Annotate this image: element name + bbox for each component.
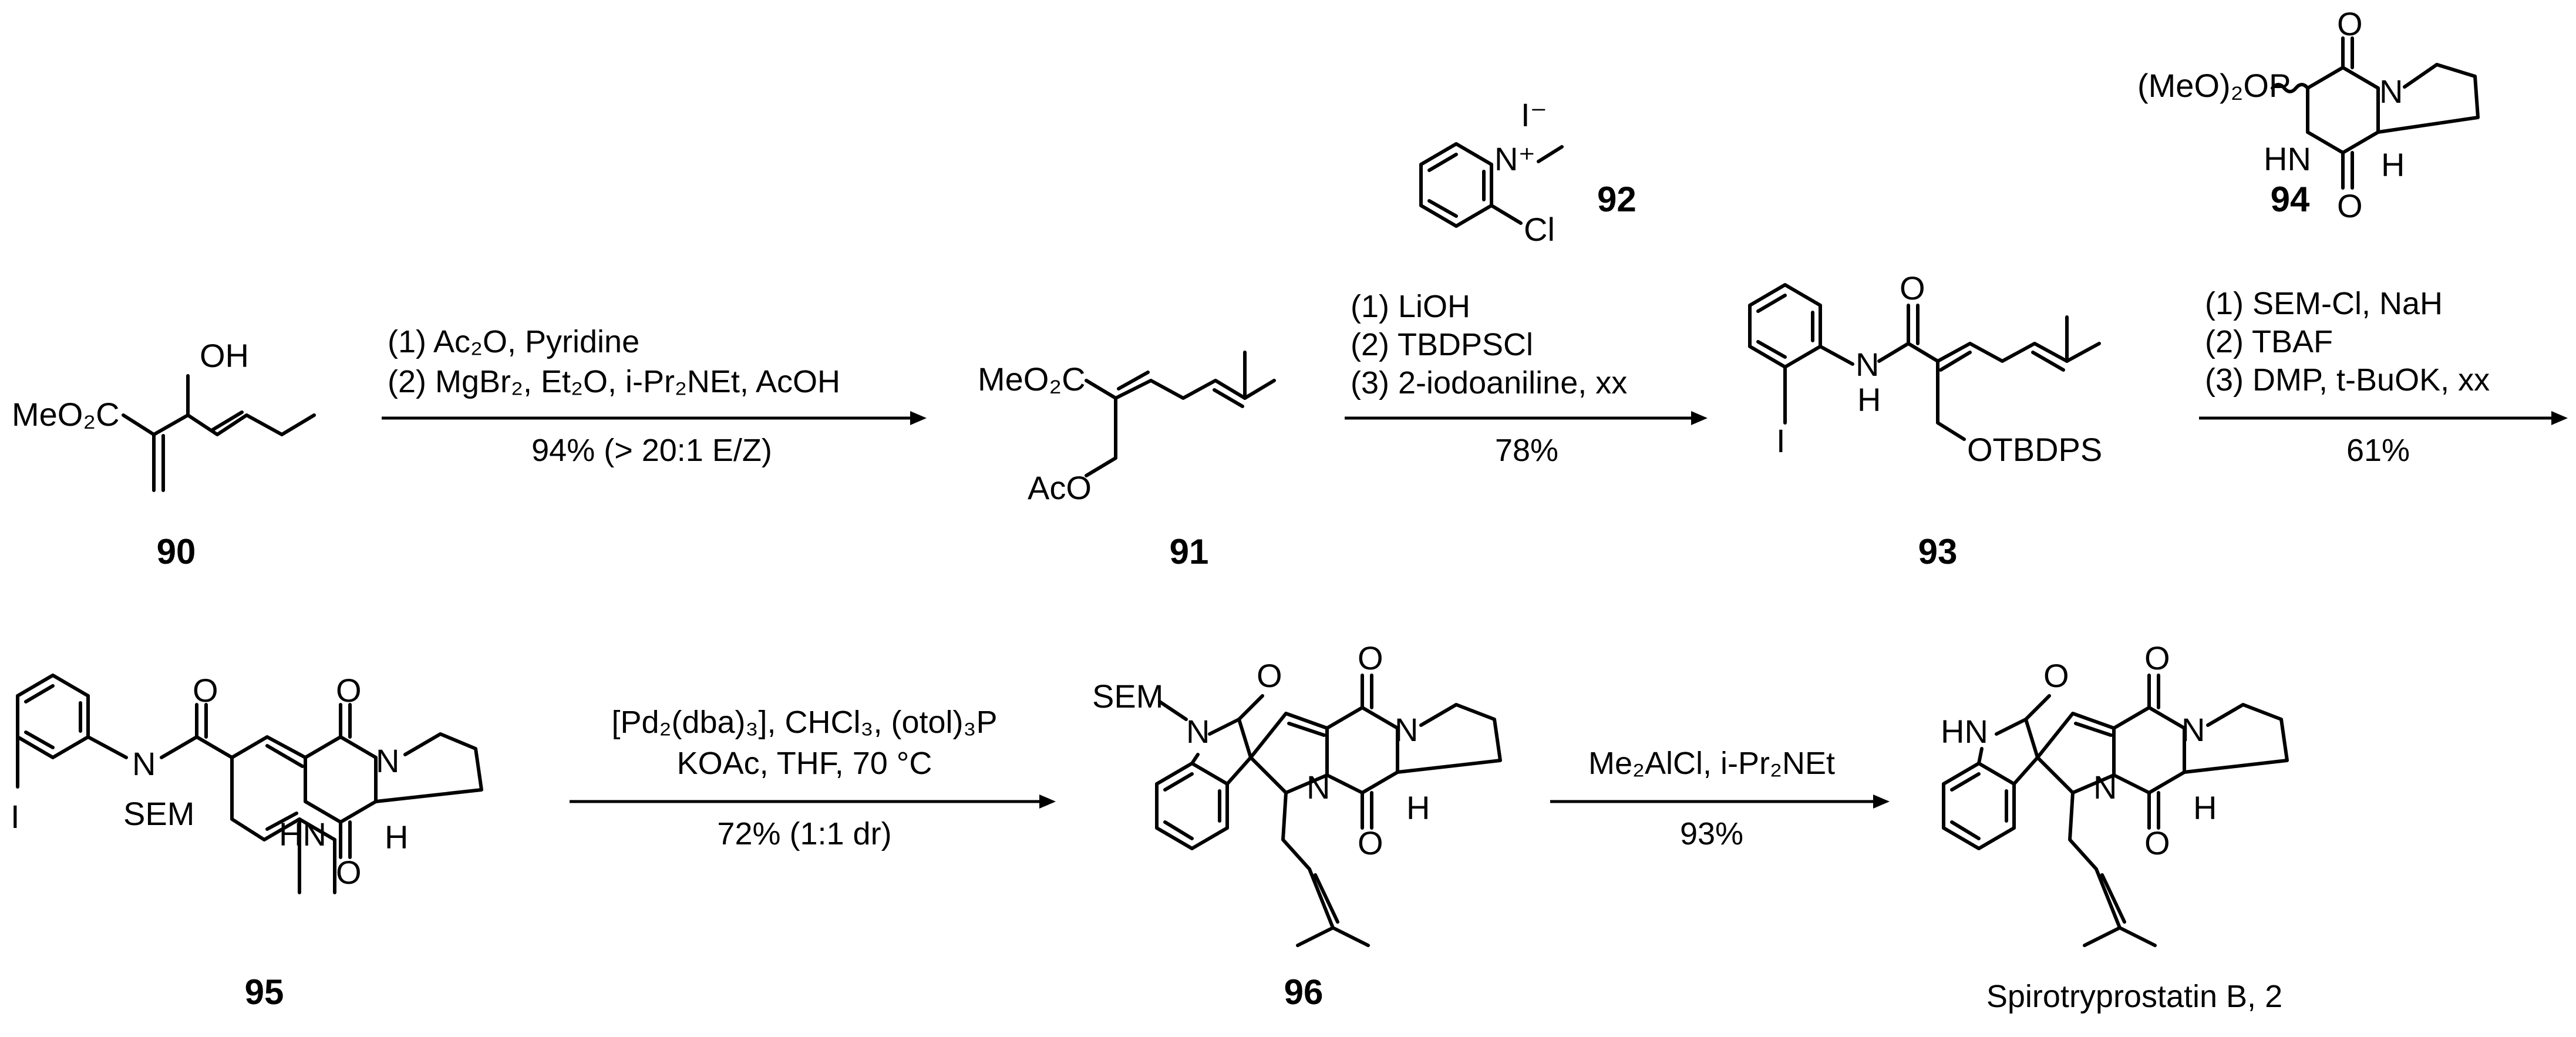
atom-sem: SEM (123, 795, 194, 832)
atom-n-plus: N⁺ (1494, 140, 1536, 177)
atom-ester: MeO₂C (12, 396, 120, 433)
reaction-arrow-4: [Pd₂(dba)₃], CHCl₃, (otol)₃P KOAc, THF, … (570, 705, 1056, 851)
compound-92: N⁺ I⁻ Cl 92 (1419, 96, 1636, 248)
atom-o2: O (1358, 639, 1383, 676)
label-spirotryprostatin-b: Spirotryprostatin B, 2 (1986, 979, 2282, 1014)
step1-line2: (2) MgBr₂, Et₂O, i-Pr₂NEt, AcOH (388, 364, 840, 399)
atom-oh: OH (200, 337, 249, 374)
atom-o2: O (336, 672, 362, 709)
atom-o3: O (1358, 824, 1383, 861)
atom-i: I (1776, 422, 1786, 459)
step3-line3: (3) DMP, t-BuOK, xx (2205, 362, 2490, 398)
compound-94: (MeO)₂OP O N HN O H 94 (2137, 5, 2480, 224)
atom-ester: MeO₂C (978, 361, 1086, 398)
reaction-arrow-2: (1) LiOH (2) TBDPSCl (3) 2-iodoaniline, … (1345, 289, 1708, 468)
atom-sem: SEM (1092, 678, 1163, 715)
atom-n3: N (1306, 769, 1330, 806)
step5-yield: 93% (1680, 816, 1743, 851)
step5-line1: Me₂AlCl, i-Pr₂NEt (1588, 746, 1835, 781)
atom-o1: O (1257, 657, 1282, 694)
atom-h: H (2381, 146, 2405, 183)
atom-o2: O (2144, 639, 2170, 676)
atom-n3: N (2093, 769, 2117, 806)
compound-91: MeO₂C AcO 91 (978, 351, 1276, 571)
atom-phosphonate: (MeO)₂OP (2137, 67, 2291, 104)
atom-o: O (1900, 270, 1925, 307)
atom-i: I (11, 798, 20, 835)
atom-o1: O (2337, 5, 2363, 42)
compound-95: I N SEM O O N HN O H 95 (11, 672, 483, 1012)
atom-iodide: I⁻ (1521, 96, 1547, 133)
step4-line2: KOAc, THF, 70 °C (677, 746, 932, 781)
step1-line1: (1) Ac₂O, Pyridine (388, 324, 639, 359)
step3-yield: 61% (2346, 433, 2410, 468)
label-90: 90 (157, 532, 196, 571)
atom-h: H (385, 819, 408, 856)
atom-n1: N (1186, 713, 1210, 750)
compound-93: I N H O OTBDPS 93 (1748, 270, 2102, 571)
reaction-arrow-5: Me₂AlCl, i-Pr₂NEt 93% (1550, 746, 1890, 851)
atom-o2: O (2337, 187, 2363, 224)
step2-line2: (2) TBDPSCl (1351, 327, 1533, 362)
atom-h: H (1406, 789, 1430, 826)
step3-line2: (2) TBAF (2205, 324, 2333, 359)
atom-o3: O (336, 854, 362, 891)
atom-h: H (1857, 381, 1881, 418)
label-93: 93 (1918, 532, 1958, 571)
label-94: 94 (2271, 180, 2310, 219)
step2-line1: (1) LiOH (1351, 289, 1470, 324)
atom-n: N (2379, 73, 2403, 110)
step4-yield: 72% (1:1 dr) (717, 816, 891, 851)
label-95: 95 (245, 972, 284, 1012)
atom-cl: Cl (1524, 211, 1555, 248)
atom-o3: O (2144, 824, 2170, 861)
reaction-arrow-3: (1) SEM-Cl, NaH (2) TBAF (3) DMP, t-BuOK… (2199, 286, 2568, 468)
step4-line1: [Pd₂(dba)₃], CHCl₃, (otol)₃P (611, 705, 997, 740)
step2-yield: 78% (1495, 433, 1558, 468)
compound-90: MeO₂C OH 90 (12, 337, 316, 571)
step2-line3: (3) 2-iodoaniline, xx (1351, 365, 1627, 400)
atom-n2: N (2181, 711, 2205, 748)
label-91: 91 (1170, 532, 1209, 571)
atom-hn: HN (2264, 140, 2311, 177)
compound-96: SEM N O O N N O H 96 (1092, 639, 1502, 1012)
atom-n: N (1856, 346, 1879, 383)
atom-h: H (2193, 789, 2217, 826)
atom-n2: N (1395, 711, 1418, 748)
atom-o1: O (2043, 657, 2069, 694)
label-96: 96 (1284, 972, 1324, 1012)
compound-spirotryprostatin-b: HN O O N N O H Spirotryprostatin B, 2 (1941, 639, 2289, 1014)
atom-o1: O (193, 672, 218, 709)
step1-yield: 94% (> 20:1 E/Z) (531, 433, 772, 468)
label-92: 92 (1597, 180, 1636, 219)
atom-oac: AcO (1028, 469, 1092, 506)
atom-n: N (132, 745, 156, 782)
atom-hn: HN (279, 816, 326, 853)
reaction-arrow-1: (1) Ac₂O, Pyridine (2) MgBr₂, Et₂O, i-Pr… (382, 324, 927, 468)
atom-hn: HN (1941, 713, 1988, 750)
atom-otbdps: OTBDPS (1967, 431, 2102, 468)
atom-n2: N (376, 742, 399, 779)
step3-line1: (1) SEM-Cl, NaH (2205, 286, 2443, 321)
